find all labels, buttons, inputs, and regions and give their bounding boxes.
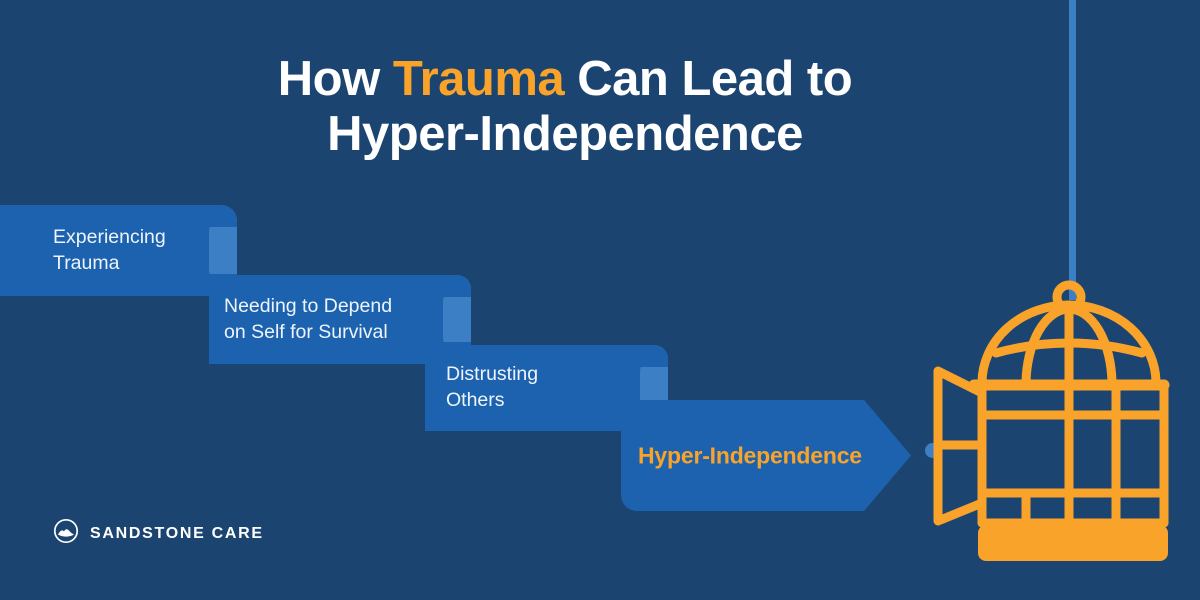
title-prefix: How xyxy=(277,52,393,106)
title-suffix: Can Lead to xyxy=(564,52,853,106)
flow-step-hyper-independence-arrow: Hyper-Independence xyxy=(621,400,911,511)
brand-logo: SANDSTONE CARE xyxy=(53,518,264,549)
title-line-2: Hyper-Independence xyxy=(327,106,803,161)
title-line-1: How Trauma Can Lead to xyxy=(0,52,1130,107)
flow-step-label: Distrusting Others xyxy=(446,363,539,411)
logo-mark-svg xyxy=(53,518,79,544)
flow-final-step-label: Hyper-Independence xyxy=(638,442,862,468)
cage-dome-horizontal-band xyxy=(991,338,1147,358)
birdcage-svg xyxy=(933,280,1170,561)
flow-step-label: Needing to Depend on Self for Survival xyxy=(224,294,393,343)
flow-step-experiencing-trauma: Experiencing Trauma xyxy=(0,205,237,296)
logo-wordmark: SANDSTONE CARE xyxy=(90,524,264,542)
cage-base xyxy=(978,525,1168,561)
cage-hanging-line-icon xyxy=(1069,0,1076,300)
page-title: How Trauma Can Lead to Hyper-Independenc… xyxy=(0,52,1130,162)
open-birdcage-icon xyxy=(930,275,1200,570)
title-accent-word: Trauma xyxy=(392,52,565,106)
sandstone-mountain-circle-icon xyxy=(53,518,79,549)
arrow-shape xyxy=(621,400,911,511)
flow-step-label: Experiencing Trauma xyxy=(53,225,166,274)
